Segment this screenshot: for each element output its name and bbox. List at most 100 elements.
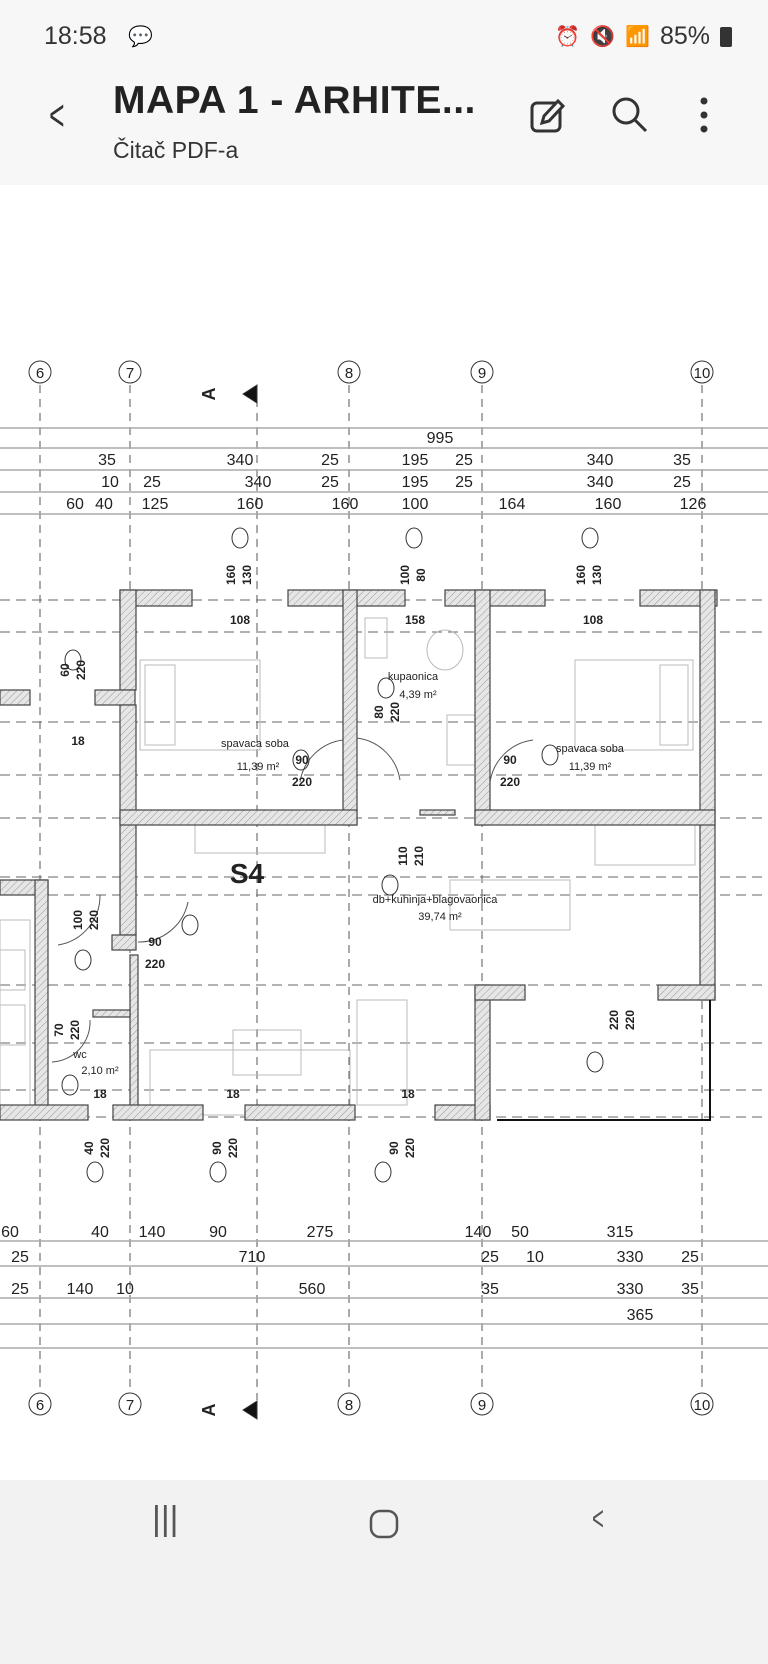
- room-name: db+kuhinja+blagovaonica: [373, 894, 499, 906]
- opening-marker: [64, 649, 82, 671]
- dimension-label: 160: [332, 496, 359, 513]
- opening-dimension-label: 18: [226, 1087, 240, 1101]
- opening-dimension-label: 108: [230, 613, 250, 627]
- opening-dimension-label: 70: [52, 1023, 66, 1037]
- walls: [0, 589, 718, 1121]
- opening-marker: [209, 1161, 227, 1183]
- grid-axis-label: 7: [126, 1397, 134, 1414]
- alarm-icon: ⏰: [555, 26, 581, 48]
- opening-dimension-label: 220: [388, 702, 402, 722]
- dimension-label: 25: [11, 1281, 29, 1298]
- dimension-label: 40: [91, 1224, 109, 1241]
- navigation-bar: ||| <: [0, 1480, 768, 1664]
- dimension-label: 50: [511, 1224, 529, 1241]
- status-icons: ⏰ 🔇 📶 85%: [555, 22, 732, 51]
- room-area: 2,10 m²: [81, 1065, 119, 1077]
- recent-apps-button[interactable]: |||: [152, 1500, 179, 1538]
- dimension-label: 195: [402, 474, 429, 491]
- grid-axis-bubble: [337, 360, 361, 384]
- room-name: spavaca soba: [556, 743, 625, 755]
- dimension-label: 10: [116, 1281, 134, 1298]
- app-name: Čitač PDF-a: [113, 137, 239, 163]
- dimension-label: 25: [321, 452, 339, 469]
- opening-marker: [374, 1161, 392, 1183]
- dimension-label: 35: [673, 452, 691, 469]
- room-name: spavaca soba: [221, 738, 290, 750]
- dimension-label: 60: [66, 496, 84, 513]
- status-bar: 18:58 💬 ⏰ 🔇 📶 85%: [0, 0, 768, 75]
- opening-dimension-label: 100: [71, 910, 85, 930]
- document-title: MAPA 1 - ARHITE...: [113, 79, 476, 122]
- room-area: 39,74 m²: [418, 911, 462, 923]
- opening-dimension-label: 220: [403, 1138, 417, 1158]
- room-area: 11,39 m²: [569, 761, 612, 773]
- dimension-label: 275: [307, 1224, 334, 1241]
- opening-marker: [74, 949, 92, 971]
- app-bar: < MAPA 1 - ARHITE... Čitač PDF-a: [0, 75, 768, 185]
- dimension-label: 40: [95, 496, 113, 513]
- opening-dimension-label: 108: [583, 613, 603, 627]
- opening-marker: [541, 744, 559, 766]
- opening-dimension-label: 40: [82, 1141, 96, 1155]
- dimension-label: 126: [680, 496, 707, 513]
- dimension-label: 315: [607, 1224, 634, 1241]
- room-area: 11,39 m²: [237, 761, 280, 773]
- back-button[interactable]: <: [49, 91, 65, 140]
- dimension-label: 10: [101, 474, 119, 491]
- dimension-label: 995: [427, 430, 454, 447]
- opening-dimension-label: 210: [412, 846, 426, 866]
- opening-dimension-label: 158: [405, 613, 425, 627]
- furniture: [0, 617, 696, 1116]
- dimension-label: 140: [139, 1224, 166, 1241]
- opening-dimension-label: 220: [74, 660, 88, 680]
- opening-dimension-label: 60: [58, 663, 72, 677]
- home-button[interactable]: [368, 1508, 400, 1540]
- opening-dimension-label: 90: [295, 753, 309, 767]
- opening-dimension-label: 18: [401, 1087, 415, 1101]
- dimension-label: 25: [481, 1249, 499, 1266]
- opening-dimension-label: 220: [292, 775, 312, 789]
- grid-axis-bubble: [470, 1392, 494, 1416]
- dimension-label: 25: [11, 1249, 29, 1266]
- grid-axis-label: 6: [36, 1397, 44, 1414]
- status-time: 18:58: [44, 22, 107, 50]
- opening-dimension-label: 220: [87, 910, 101, 930]
- opening-marker: [405, 527, 423, 549]
- opening-marker: [231, 527, 249, 549]
- search-icon[interactable]: [608, 93, 652, 137]
- grid-axis-label: 9: [478, 365, 486, 382]
- opening-dimension-label: 90: [387, 1141, 401, 1155]
- battery-icon: [720, 26, 732, 47]
- grid-axis-label: 10: [694, 365, 711, 382]
- opening-marker: [86, 1161, 104, 1183]
- dimension-label: 125: [142, 496, 169, 513]
- dimension-label: 25: [321, 474, 339, 491]
- more-options-icon[interactable]: [682, 93, 726, 137]
- opening-dimension-label: 130: [590, 565, 604, 585]
- opening-dimension-label: 80: [372, 705, 386, 719]
- opening-marker: [181, 914, 199, 936]
- dimension-label: 330: [617, 1249, 644, 1266]
- dimension-label: 560: [299, 1281, 326, 1298]
- opening-dimension-label: 80: [414, 568, 428, 582]
- section-label: A: [199, 388, 219, 401]
- dimension-label: 160: [237, 496, 264, 513]
- grid-axis-bubble: [118, 360, 142, 384]
- opening-dimension-label: 160: [224, 565, 238, 585]
- opening-marker: [581, 527, 599, 549]
- grid-axis-bubble: [337, 1392, 361, 1416]
- nav-back-button[interactable]: <: [591, 1500, 604, 1538]
- dimension-label: 160: [595, 496, 622, 513]
- edit-icon[interactable]: [526, 93, 570, 137]
- opening-dimension-label: 130: [240, 565, 254, 585]
- grid-axis-bubble: [118, 1392, 142, 1416]
- opening-dimension-label: 18: [93, 1087, 107, 1101]
- room-area: 4,39 m²: [399, 689, 437, 701]
- dimension-label: 710: [239, 1249, 266, 1266]
- grid-axis-label: 10: [694, 1397, 711, 1414]
- dimension-label: 100: [402, 496, 429, 513]
- opening-dimension-label: 160: [574, 565, 588, 585]
- dimension-label: 195: [402, 452, 429, 469]
- dimension-label: 140: [465, 1224, 492, 1241]
